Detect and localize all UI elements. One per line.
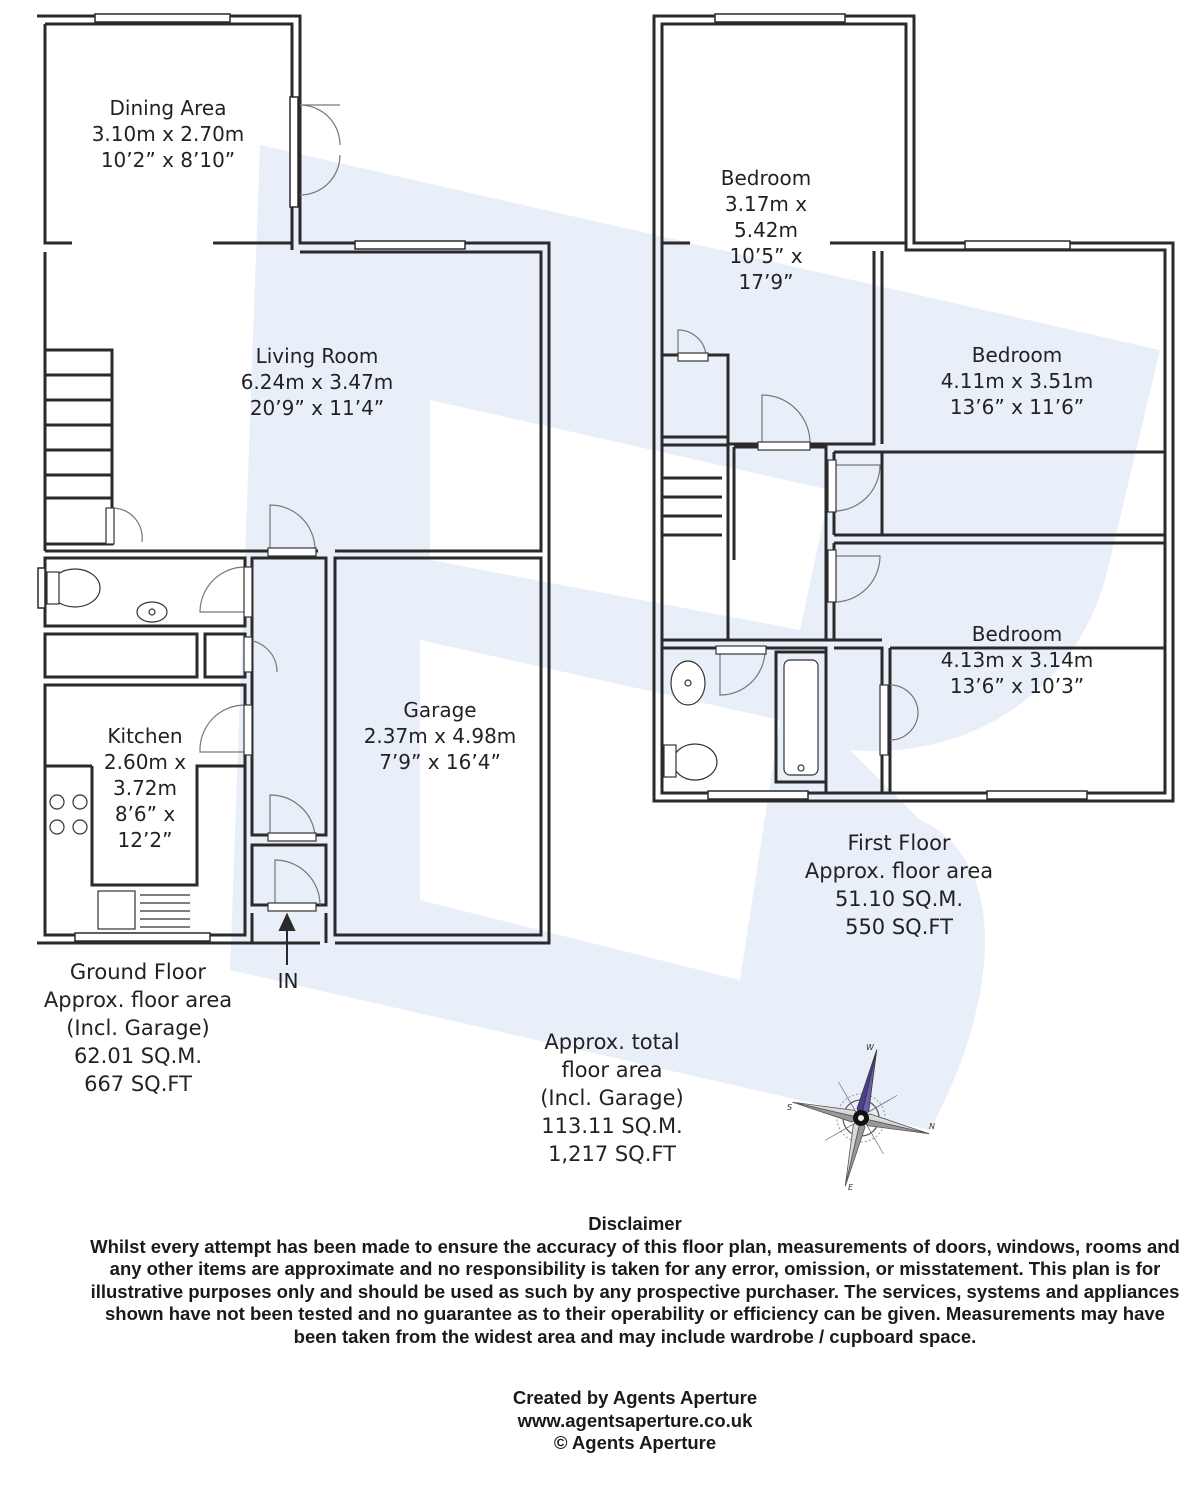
living-name: Living Room xyxy=(256,344,379,368)
garage-metric: 2.37m x 4.98m xyxy=(364,724,517,748)
first-windows xyxy=(707,13,1088,800)
ground-fixtures xyxy=(46,568,190,930)
garage-name: Garage xyxy=(403,698,476,722)
credits-website[interactable]: www.agentsaperture.co.uk xyxy=(517,1409,753,1431)
compass-e: E xyxy=(848,1183,854,1192)
kitchen-imperial-2: 12’2” xyxy=(118,828,173,852)
total-area-line2: floor area xyxy=(561,1058,662,1082)
disclaimer: Disclaimer Whilst every attempt has been… xyxy=(90,1213,1180,1348)
ground-floor-area: Ground Floor Approx. floor area (Incl. G… xyxy=(44,960,232,1096)
bedroom1-imperial-2: 17’9” xyxy=(739,270,794,294)
first-doors xyxy=(677,329,919,741)
disclaimer-title: Disclaimer xyxy=(588,1213,682,1234)
total-area-line3: (Incl. Garage) xyxy=(540,1086,684,1110)
compass-letters: W S N E xyxy=(787,1043,935,1192)
bedroom2-name: Bedroom xyxy=(972,343,1062,367)
entrance-label: IN xyxy=(278,969,299,993)
credits: Created by Agents Aperture www.agentsape… xyxy=(90,1387,1180,1455)
total-area-sqm: 113.11 SQ.M. xyxy=(541,1114,682,1138)
compass-n: N xyxy=(929,1122,935,1131)
total-area: Approx. total floor area (Incl. Garage) … xyxy=(540,1030,684,1166)
floor-plan: Dining Area 3.10m x 2.70m 10’2” x 8’10” … xyxy=(37,13,1175,1192)
first-fixtures xyxy=(105,352,889,912)
first-area-sqm: 51.10 SQ.M. xyxy=(835,887,963,911)
first-floor-area: First Floor Approx. floor area 51.10 SQ.… xyxy=(805,831,993,939)
bedroom3-imperial: 13’6” x 10’3” xyxy=(950,674,1084,698)
dining-metric: 3.10m x 2.70m xyxy=(92,122,245,146)
watermark-logo xyxy=(230,145,1160,1130)
total-area-sqft: 1,217 SQ.FT xyxy=(548,1142,676,1166)
ground-area-sqft: 667 SQ.FT xyxy=(84,1072,192,1096)
bedroom1-imperial-1: 10’5” x xyxy=(729,244,802,268)
compass-s: S xyxy=(787,1103,792,1112)
kitchen-metric-2: 3.72m xyxy=(113,776,177,800)
bedroom3-metric: 4.13m x 3.14m xyxy=(941,648,1094,672)
kitchen-metric-1: 2.60m x xyxy=(104,750,186,774)
compass-w: W xyxy=(866,1043,875,1052)
ground-area-title: Ground Floor xyxy=(70,960,207,984)
entrance-arrow xyxy=(278,912,296,965)
total-area-line1: Approx. total xyxy=(544,1030,679,1054)
first-area-line1: Approx. floor area xyxy=(805,859,993,883)
ground-area-line1: Approx. floor area xyxy=(44,988,232,1012)
living-imperial: 20’9” x 11’4” xyxy=(250,396,384,420)
bedroom1-metric-2: 5.42m xyxy=(734,218,798,242)
ground-area-sqm: 62.01 SQ.M. xyxy=(74,1044,202,1068)
ground-room-labels: Dining Area 3.10m x 2.70m 10’2” x 8’10” … xyxy=(92,96,517,993)
dining-imperial: 10’2” x 8’10” xyxy=(101,148,235,172)
bedroom2-imperial: 13’6” x 11’6” xyxy=(950,395,1084,419)
kitchen-name: Kitchen xyxy=(107,724,182,748)
bedroom1-metric-1: 3.17m x xyxy=(725,192,807,216)
compass-rose-icon xyxy=(792,1049,930,1187)
disclaimer-text: Whilst every attempt has been made to en… xyxy=(90,1235,1180,1347)
bedroom1-name: Bedroom xyxy=(721,166,811,190)
ground-windows xyxy=(37,13,466,942)
living-metric: 6.24m x 3.47m xyxy=(241,370,394,394)
dining-name: Dining Area xyxy=(110,96,227,120)
credits-line1: Created by Agents Aperture xyxy=(512,1387,758,1408)
kitchen-imperial-1: 8’6” x xyxy=(115,802,176,826)
credits-copyright: © Agents Aperture xyxy=(553,1432,717,1453)
first-room-labels: Bedroom 3.17m x 5.42m 10’5” x 17’9” Bedr… xyxy=(721,166,1094,698)
bedroom2-metric: 4.11m x 3.51m xyxy=(941,369,1094,393)
ground-area-line2: (Incl. Garage) xyxy=(66,1016,210,1040)
first-area-title: First Floor xyxy=(847,831,950,855)
garage-imperial: 7’9” x 16’4” xyxy=(379,750,501,774)
first-area-sqft: 550 SQ.FT xyxy=(845,915,953,939)
bedroom3-name: Bedroom xyxy=(972,622,1062,646)
